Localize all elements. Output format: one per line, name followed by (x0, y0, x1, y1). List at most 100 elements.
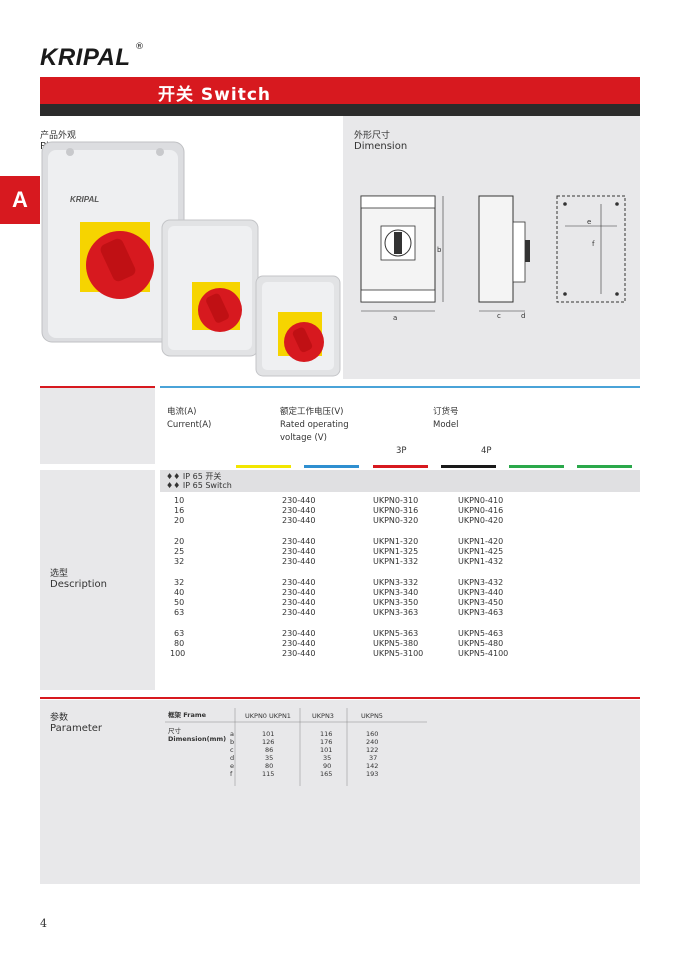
row-model-3p: UKPN3-340 (373, 588, 419, 597)
ip-rating-row (160, 470, 640, 492)
dim-letter-c: c (497, 312, 501, 320)
dim-letter-d: d (521, 312, 525, 320)
row-model-4p: UKPN0-416 (458, 506, 504, 515)
row-voltage: 230-440 (282, 588, 316, 597)
dimension-zh: 尺寸 (168, 727, 181, 735)
registered-mark: ® (135, 42, 144, 52)
row-current: 10 (174, 496, 185, 505)
row-current: 80 (174, 639, 185, 648)
row-model-4p: UKPN1-420 (458, 537, 504, 546)
dimension-label: 外形尺寸 Dimension (354, 128, 407, 152)
pole-4p-header: 4P (481, 446, 492, 456)
water-drop-icon: ♦♦ (166, 472, 183, 481)
row-model-3p: UKPN1-332 (373, 557, 419, 566)
param-ukpn0-1: 101 (262, 730, 275, 738)
title-underbar (40, 104, 640, 116)
param-ukpn5: 142 (366, 762, 379, 770)
row-current: 40 (174, 588, 185, 597)
row-current: 32 (174, 557, 185, 566)
row-model-4p: UKPN5-4100 (458, 649, 509, 658)
dim-letter-f: f (592, 240, 595, 248)
param-key: d (230, 754, 235, 762)
color-bar-black (441, 465, 496, 468)
row-model-3p: UKPN0-310 (373, 496, 419, 505)
row-voltage: 230-440 (282, 516, 316, 525)
row-model-3p: UKPN3-350 (373, 598, 419, 607)
row-model-3p: UKPN3-332 (373, 578, 419, 587)
description-label-zh: 选型 (50, 569, 69, 579)
header-left-box (40, 388, 155, 464)
parameter-panel (40, 700, 640, 884)
product-brand-label: KRIPAL (70, 195, 99, 204)
param-ukpn3: 101 (320, 746, 333, 754)
param-ukpn0-1: 126 (262, 738, 275, 746)
header-blue-rule (160, 386, 640, 388)
dim-letter-a: a (393, 314, 397, 321)
header-red-rule (40, 386, 155, 388)
param-ukpn3: 176 (320, 738, 333, 746)
param-key: a (230, 730, 234, 738)
voltage-header-en2: voltage (V) (280, 433, 327, 443)
row-current: 20 (174, 516, 185, 525)
parameter-table-rules (165, 708, 427, 786)
frame-col-ukpn5: UKPN5 (361, 712, 383, 720)
row-current: 32 (174, 578, 185, 587)
row-model-4p: UKPN0-410 (458, 496, 504, 505)
param-ukpn3: 165 (320, 770, 333, 778)
description-left-box (40, 470, 155, 690)
frame-label: 框架 Frame (168, 711, 207, 719)
model-header: 订货号 Model (433, 406, 459, 432)
color-bar-red (373, 465, 428, 468)
row-model-3p: UKPN0-320 (373, 516, 419, 525)
param-ukpn5: 193 (366, 770, 379, 778)
page-number: 4 (40, 917, 47, 930)
row-current: 16 (174, 506, 185, 515)
water-drop-icon: ♦♦ (166, 481, 183, 490)
row-model-3p: UKPN5-380 (373, 639, 419, 648)
color-bar-green-2 (577, 465, 632, 468)
dimension-label-en: Dimension (354, 141, 408, 152)
param-ukpn3: 90 (323, 762, 332, 770)
parameter-label: 参数 Parameter (50, 710, 102, 734)
row-model-4p: UKPN3-440 (458, 588, 504, 597)
description-label-en: Description (50, 579, 107, 590)
param-key: e (230, 762, 234, 770)
voltage-header-en1: Rated operating (280, 420, 349, 430)
frame-col-ukpn0-1: UKPN0 UKPN1 (245, 712, 291, 720)
param-key: f (230, 770, 233, 778)
row-model-4p: UKPN0-420 (458, 516, 504, 525)
model-header-en: Model (433, 420, 459, 430)
row-voltage: 230-440 (282, 629, 316, 638)
ip-line-2-text: IP 65 Switch (182, 481, 232, 490)
section-tab: A (0, 176, 40, 224)
param-ukpn0-1: 115 (262, 770, 275, 778)
param-ukpn3: 35 (323, 754, 332, 762)
description-label: 选型 Description (50, 566, 107, 590)
row-model-4p: UKPN3-432 (458, 578, 504, 587)
row-model-3p: UKPN5-3100 (373, 649, 424, 658)
parameter-label-en: Parameter (50, 723, 103, 734)
ip-rating-line-2: ♦♦ IP 65 Switch (166, 481, 232, 490)
row-voltage: 230-440 (282, 537, 316, 546)
photo-label-zh: 产品外观 (40, 131, 77, 141)
model-header-zh: 订货号 (433, 407, 459, 417)
row-model-4p: UKPN3-463 (458, 608, 504, 617)
color-bar-green (509, 465, 564, 468)
row-voltage: 230-440 (282, 598, 316, 607)
row-model-4p: UKPN5-463 (458, 629, 504, 638)
row-model-4p: UKPN1-432 (458, 557, 504, 566)
color-bar-yellow (236, 465, 291, 468)
row-current: 50 (174, 598, 185, 607)
row-voltage: 230-440 (282, 557, 316, 566)
color-bar-blue (304, 465, 359, 468)
row-voltage: 230-440 (282, 608, 316, 617)
dim-letter-e: e (587, 218, 591, 226)
title-bar: 开关 Switch (40, 77, 640, 105)
row-voltage: 230-440 (282, 578, 316, 587)
param-ukpn5: 37 (369, 754, 378, 762)
dimension-label-zh: 外形尺寸 (354, 131, 391, 141)
voltage-header-zh: 额定工作电压(V) (280, 407, 344, 417)
param-ukpn5: 122 (366, 746, 379, 754)
row-current: 63 (174, 608, 185, 617)
param-ukpn5: 240 (366, 738, 379, 746)
